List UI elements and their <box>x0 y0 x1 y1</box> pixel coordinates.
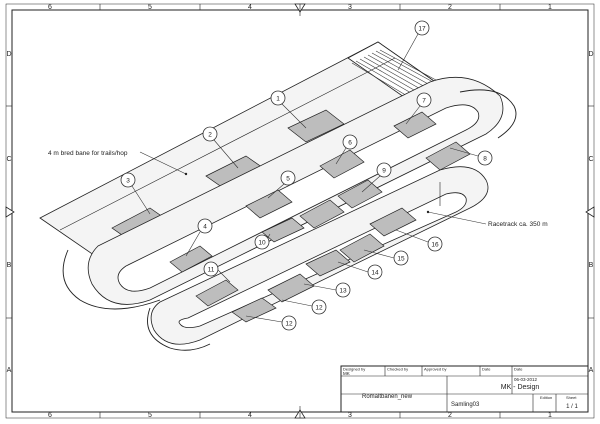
balloon-number: 6 <box>348 140 352 147</box>
zone-label: 4 <box>248 4 252 11</box>
zone-label: C <box>588 156 593 163</box>
balloon-12b: 12 <box>245 315 297 331</box>
designed-by-value: MK <box>343 371 350 376</box>
balloon-9: 9 <box>361 162 392 193</box>
balloon-13: 13 <box>303 282 351 298</box>
wide-lane-note: 4 m bred bane for trails/hop <box>48 150 128 157</box>
balloon-8: 8 <box>449 147 493 166</box>
balloon-17: 17 <box>397 20 430 71</box>
zone-label: 3 <box>348 412 352 419</box>
balloon-15: 15 <box>363 249 409 266</box>
drawing-name: Romaltbanen_new <box>362 394 413 400</box>
zone-label: 2 <box>448 4 452 11</box>
zone-label: 3 <box>348 4 352 11</box>
zone-label: 5 <box>148 4 152 11</box>
balloon-11: 11 <box>203 261 231 283</box>
zone-label: 5 <box>148 412 152 419</box>
sheet-value: 1 / 1 <box>566 404 578 410</box>
approved-by-label: Approved by <box>424 367 446 372</box>
designed-by-label: Designed by <box>343 367 365 372</box>
zone-labels-right: D C B A <box>588 51 593 374</box>
balloon-number: 16 <box>431 242 439 249</box>
balloon-number: 13 <box>339 288 347 295</box>
zone-label: B <box>589 262 594 269</box>
zone-label: 6 <box>48 4 52 11</box>
balloon-number: 14 <box>371 270 379 277</box>
zone-label: C <box>6 156 11 163</box>
balloon-1: 1 <box>270 90 307 129</box>
zone-label: 1 <box>548 412 552 419</box>
balloon-14: 14 <box>337 261 383 280</box>
balloon-4: 4 <box>185 218 213 257</box>
balloon-number: 10 <box>258 240 266 247</box>
company-name: MK - Design <box>501 384 540 391</box>
zone-label: D <box>588 51 593 58</box>
ramp-17-hatch <box>351 49 437 101</box>
annotation-racetrack: Racetrack ca. 350 m <box>426 210 548 228</box>
title-block: Designed by MK Checked by Approved by Da… <box>340 365 589 413</box>
zone-label: 2 <box>448 412 452 419</box>
balloon-number: 15 <box>397 256 405 263</box>
balloon-12a: 12 <box>281 299 327 315</box>
balloon-number: 4 <box>203 224 207 231</box>
zone-labels-bottom: 6 5 4 3 2 1 <box>48 412 552 419</box>
edition-label: Edition <box>540 395 552 400</box>
balloon-number: 12 <box>315 305 323 312</box>
balloon-10: 10 <box>254 233 271 250</box>
balloon-number: 12 <box>285 321 293 328</box>
balloon-number: 8 <box>483 156 487 163</box>
balloon-3: 3 <box>120 172 151 215</box>
border-frame <box>5 3 595 419</box>
date-value: 06-03-2012 <box>514 377 538 382</box>
balloon-number: 2 <box>208 132 212 139</box>
item-balloons: 17 1 2 7 6 8 3 <box>120 20 493 331</box>
assembly-name: Samling03 <box>451 402 480 408</box>
zone-label: 6 <box>48 412 52 419</box>
balloon-number: 7 <box>422 98 426 105</box>
balloon-number: 17 <box>418 26 426 33</box>
checked-by-label: Checked by <box>387 367 408 372</box>
zone-label: A <box>589 367 594 374</box>
annotation-wide-lane: 4 m bred bane for trails/hop <box>48 150 188 176</box>
racetrack <box>147 166 489 351</box>
zone-label: 4 <box>248 412 252 419</box>
balloon-5: 5 <box>267 170 296 199</box>
balloon-number: 5 <box>286 176 290 183</box>
balloon-6: 6 <box>335 134 358 165</box>
zone-label: D <box>6 51 11 58</box>
zone-label: 1 <box>548 4 552 11</box>
racetrack-note: Racetrack ca. 350 m <box>488 221 548 228</box>
balloon-16: 16 <box>395 229 443 252</box>
balloon-7: 7 <box>405 92 432 125</box>
zone-label: A <box>7 367 12 374</box>
balloon-number: 1 <box>276 96 280 103</box>
balloon-number: 3 <box>126 178 130 185</box>
date-label: Date <box>482 367 491 372</box>
middle-track <box>62 76 517 310</box>
zone-label: B <box>7 262 12 269</box>
balloon-2: 2 <box>202 126 239 169</box>
balloon-number: 9 <box>382 168 386 175</box>
sheet-label: Sheet <box>566 395 577 400</box>
zone-labels-left: D C B A <box>6 51 11 374</box>
zone-labels-top: 6 5 4 3 2 1 <box>48 4 552 11</box>
balloon-number: 11 <box>208 267 215 274</box>
date-label-2: Date <box>514 367 523 372</box>
